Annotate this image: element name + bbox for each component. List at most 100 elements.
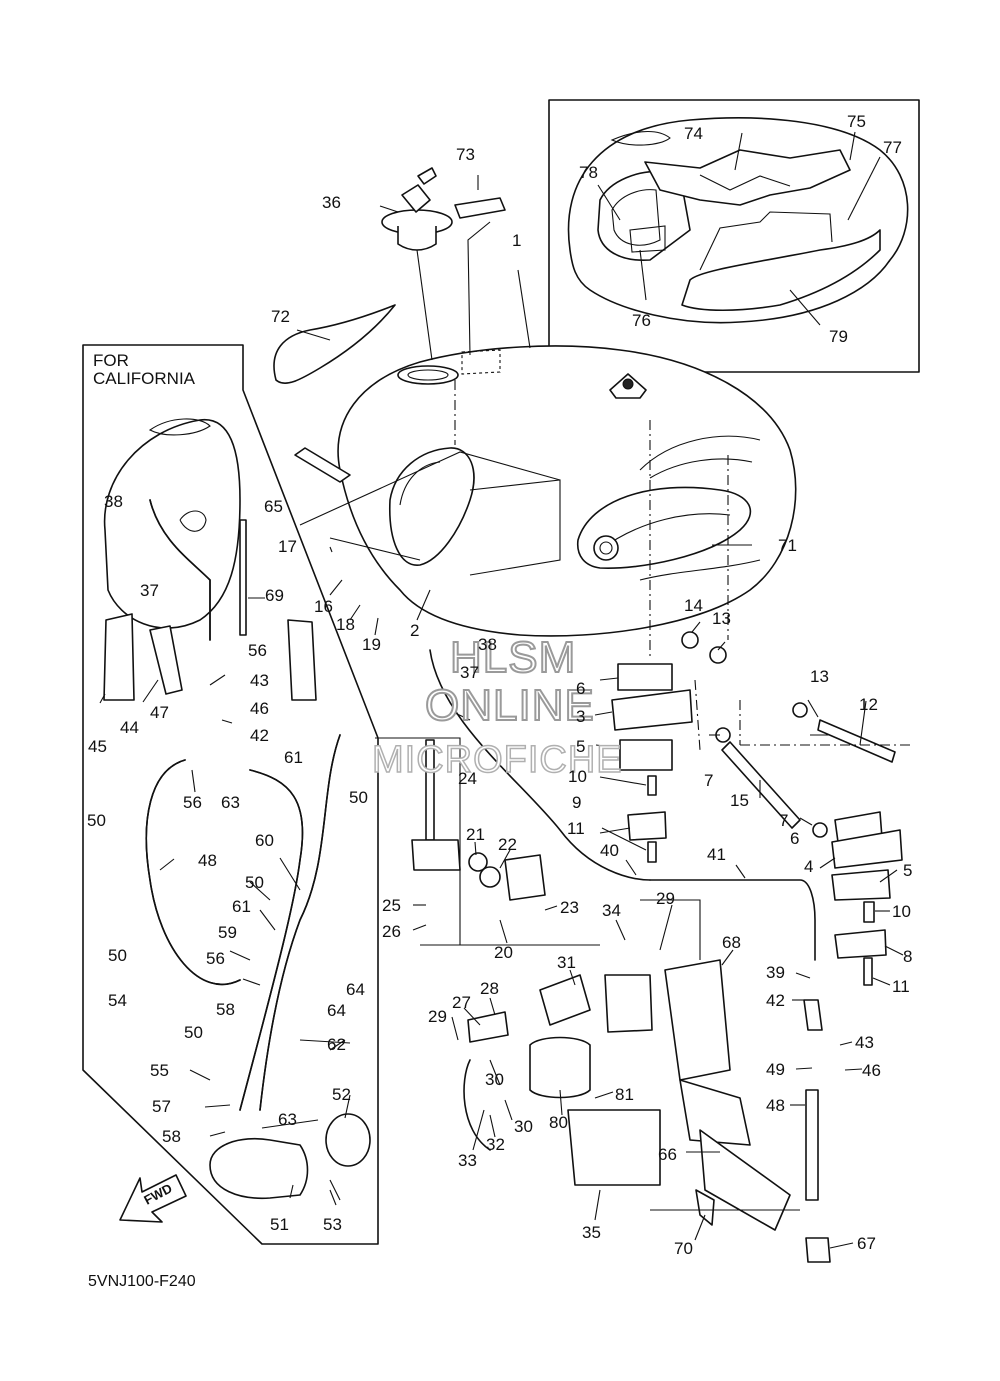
callout-66: 66 [658,1145,677,1164]
callout-46a: 46 [250,699,269,718]
callout-3: 3 [576,707,585,726]
callout-51: 51 [270,1215,289,1234]
callout-8: 8 [903,947,912,966]
callout-68: 68 [722,933,741,952]
callout-30a: 30 [485,1070,504,1089]
callout-42b: 42 [766,991,785,1010]
callout-6b: 6 [790,829,799,848]
callout-41: 41 [707,845,726,864]
callout-15: 15 [730,791,749,810]
callout-81: 81 [615,1085,634,1104]
emblem-72 [273,304,396,384]
canister-holder-69 [287,619,317,701]
callout-labels: 1 2 3 4 5 5 6 6 7 7 8 9 10 10 11 11 12 1… [87,112,912,1258]
callout-65: 65 [264,497,283,516]
callout-16: 16 [314,597,333,616]
watermark-line3: MICROFICHE [372,739,623,781]
callout-56b: 56 [183,793,202,812]
callout-23: 23 [560,898,579,917]
callout-30b: 30 [514,1117,533,1136]
box-title-line2: CALIFORNIA [93,369,196,388]
callout-31: 31 [557,953,576,972]
bracket-66-70 [650,959,800,1231]
callout-63a: 63 [221,793,240,812]
callout-62: 62 [327,1035,346,1054]
callout-13b: 13 [810,667,829,686]
watermark: HLSM ONLINE MICROFICHE [371,632,623,782]
callout-37b: 37 [460,663,479,682]
callout-76: 76 [632,311,651,330]
callout-39: 39 [766,963,785,982]
drawing-code: 5VNJ100-F240 [88,1273,196,1290]
callout-44: 44 [120,718,139,737]
callout-27: 27 [452,993,471,1012]
fwd-arrow-icon: FWD [119,1174,187,1223]
callout-11a: 11 [567,819,585,838]
callout-26: 26 [382,922,401,941]
callout-56c: 56 [206,949,225,968]
callout-61b: 61 [232,897,251,916]
callout-80: 80 [549,1113,568,1132]
callout-7b: 7 [779,811,788,830]
callout-48a: 48 [198,851,217,870]
callout-4: 4 [804,857,813,876]
callout-14: 14 [684,596,703,615]
callout-47: 47 [150,703,169,722]
callout-50c: 50 [245,873,264,892]
callout-49: 49 [766,1060,785,1079]
california-hoses [145,499,341,1111]
callout-5b: 5 [903,861,912,880]
decal-73 [454,197,506,356]
callout-67: 67 [857,1234,876,1253]
callout-11b: 11 [892,977,910,996]
canister-52-51 [209,1113,371,1201]
callout-56a: 56 [248,641,267,660]
callout-79: 79 [829,327,848,346]
callout-73: 73 [456,145,475,164]
callout-52: 52 [332,1085,351,1104]
callout-35: 35 [582,1223,601,1242]
callout-70: 70 [674,1239,693,1258]
callout-57: 57 [152,1097,171,1116]
callout-19: 19 [362,635,381,654]
callout-33: 33 [458,1151,477,1170]
callout-38a: 38 [104,492,123,511]
callout-46b: 46 [862,1061,881,1080]
callout-78: 78 [579,163,598,182]
fuel-cap [381,167,453,361]
callout-43a: 43 [250,671,269,690]
callout-7a: 7 [704,771,713,790]
callout-54: 54 [108,991,127,1010]
callout-34: 34 [602,901,621,920]
callout-55: 55 [150,1061,169,1080]
leader-lines [99,131,904,1249]
callout-40: 40 [600,841,619,860]
callout-9: 9 [572,793,581,812]
callout-50e: 50 [184,1023,203,1042]
watermark-line1: HLSM [450,633,576,682]
callout-32: 32 [486,1135,505,1154]
callout-60: 60 [255,831,274,850]
callout-53: 53 [323,1215,342,1234]
callout-77: 77 [883,138,902,157]
callout-64b: 64 [327,1001,346,1020]
callout-25: 25 [382,896,401,915]
callout-58b: 58 [162,1127,181,1146]
callout-45: 45 [88,737,107,756]
callout-36: 36 [322,193,341,212]
callout-10b: 10 [892,902,911,921]
callout-74: 74 [684,124,703,143]
callout-48b: 48 [766,1096,785,1115]
decal-inset-box [548,99,920,373]
callout-29b: 29 [656,889,675,908]
callout-58a: 58 [216,1000,235,1019]
callout-72: 72 [271,307,290,326]
bracket-44-47 [103,613,183,701]
callout-24: 24 [458,769,477,788]
callout-37a: 37 [140,581,159,600]
callout-6a: 6 [576,679,585,698]
callout-42a: 42 [250,726,269,745]
callout-50b: 50 [87,811,106,830]
callout-17: 17 [278,537,297,556]
